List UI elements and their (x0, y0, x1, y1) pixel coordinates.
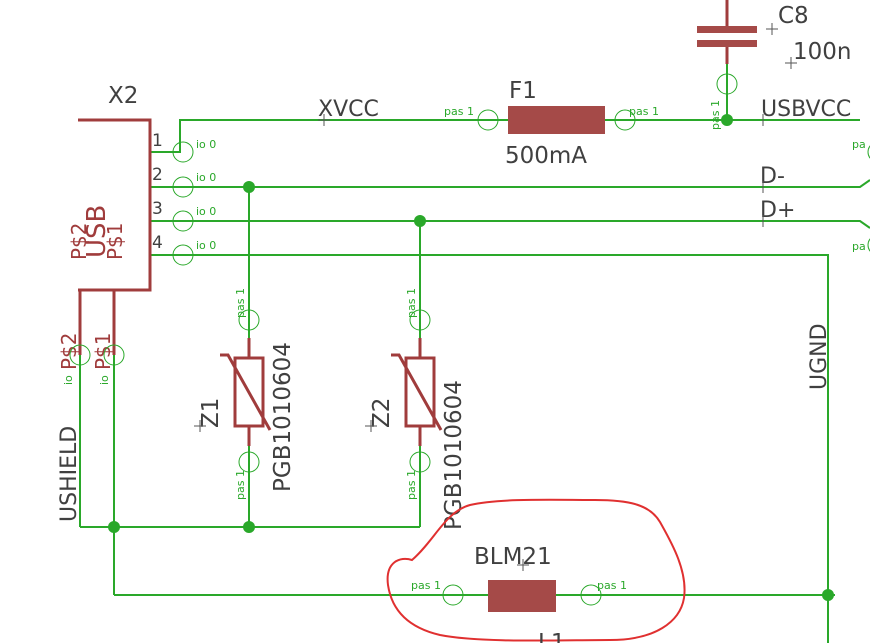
z2-body (404, 356, 436, 428)
offpage-pin-bottom (867, 238, 870, 252)
l1-pintype-right: pas 1 (597, 579, 627, 592)
x2-pin-4 (172, 244, 194, 266)
junction-ugnd (822, 589, 834, 601)
offpage-pin-top (867, 145, 870, 159)
net-label-dplus[interactable]: D+ (760, 198, 795, 223)
junction-shield (108, 521, 120, 533)
x2-shield-pintype-p2: io (62, 375, 75, 385)
z1-varistor-slash (220, 353, 272, 431)
z1-value-label: PGB1010604 (270, 342, 296, 492)
z2-ref-label: Z2 (369, 398, 395, 428)
z2-varistor-slash (391, 353, 443, 431)
x2-pad-p1-outer: P$1 (91, 332, 115, 370)
x2-pad-p1-inner: P$1 (103, 222, 127, 260)
net-label-usbvcc[interactable]: USBVCC (761, 97, 851, 122)
offpage-pintype-top: pa (852, 138, 866, 151)
x2-pintype-1: io 0 (196, 138, 216, 151)
x2-pin-number-1: 1 (152, 131, 163, 151)
x2-pin-number-3: 3 (152, 199, 163, 219)
f1-pintype-right: pas 1 (629, 105, 659, 118)
f1-body (508, 106, 605, 134)
c8-pin (716, 73, 738, 95)
l1-ref-label: L1 (538, 630, 565, 643)
x2-pin-number-4: 4 (152, 233, 163, 253)
z1-pin-bottom (238, 451, 260, 473)
x2-pintype-4: io 0 (196, 239, 216, 252)
ferrite-l1[interactable]: pas 1 pas 1 BLM21 L1 (386, 498, 686, 643)
wire-dplus[interactable] (150, 220, 870, 229)
l1-body (488, 580, 556, 612)
f1-pintype-left: pas 1 (444, 105, 474, 118)
c8-plate-bottom (697, 40, 757, 47)
z1-ref-label: Z1 (198, 398, 224, 428)
c8-plate-top (697, 26, 757, 33)
l1-pin-right (580, 584, 602, 606)
x2-pin-2 (172, 176, 194, 198)
usb-connector-x2[interactable]: X2 USB P$2 P$1 P$2 P$1 io io 1 2 3 4 io … (57, 83, 216, 385)
tvs-z1[interactable]: pas 1 pas 1 Z1 PGB1010604 (194, 288, 296, 500)
z2-pintype-bottom: pas 1 (405, 470, 418, 500)
f1-pin-left (477, 109, 499, 131)
x2-ref-label: X2 (108, 83, 138, 109)
junction-dminus (243, 181, 255, 193)
net-labels: XVCC USBVCC D- D+ UGND USHIELD (57, 97, 851, 522)
tvs-z2[interactable]: pas 1 pas 1 Z2 PGB1010604 (365, 288, 467, 530)
c8-ref-label: C8 (778, 3, 809, 29)
junction-dplus (414, 215, 426, 227)
x2-pad-p2-outer: P$2 (57, 332, 81, 370)
f1-ref-label: F1 (509, 78, 537, 104)
l1-pintype-left: pas 1 (411, 579, 441, 592)
offpage-pins: pa pa (852, 138, 870, 253)
l1-value-label: BLM21 (474, 544, 552, 570)
z1-body (233, 356, 265, 428)
net-label-ugnd[interactable]: UGND (807, 323, 832, 390)
c8-value-label: 100n (793, 39, 851, 65)
z1-pintype-top: pas 1 (234, 288, 247, 318)
z2-pintype-top: pas 1 (405, 288, 418, 318)
x2-shield-pin-p1 (103, 344, 125, 366)
wire-dminus[interactable] (150, 179, 870, 188)
z2-pin-bottom (409, 451, 431, 473)
junction-usbvcc (721, 114, 733, 126)
offpage-pintype-bottom: pa (852, 240, 866, 253)
z2-value-label: PGB1010604 (441, 380, 467, 530)
net-label-dminus[interactable]: D- (760, 164, 785, 189)
x2-pad-p2-inner: P$2 (67, 222, 91, 260)
f1-pin-right (614, 109, 636, 131)
l1-pin-left (442, 584, 464, 606)
capacitor-c8[interactable]: pas 1 C8 100n (697, 0, 851, 130)
z1-pin-top (238, 309, 260, 331)
z1-pintype-bottom: pas 1 (234, 470, 247, 500)
x2-pintype-2: io 0 (196, 171, 216, 184)
z2-pin-top (409, 309, 431, 331)
x2-pin-number-2: 2 (152, 165, 163, 185)
wire-ugnd[interactable] (150, 254, 829, 643)
x2-pintype-3: io 0 (196, 205, 216, 218)
x2-pin-1 (172, 141, 194, 163)
junction-z1-bottom (243, 521, 255, 533)
net-label-xvcc[interactable]: XVCC (318, 97, 379, 122)
net-label-ushield[interactable]: USHIELD (57, 426, 82, 522)
x2-value-label: USB (82, 205, 112, 258)
x2-shield-pin-p2 (69, 344, 91, 366)
l1-selection-outline (386, 498, 686, 642)
x2-shield-pintype-p1: io (98, 375, 111, 385)
c8-pintype: pas 1 (709, 100, 722, 130)
junctions (108, 114, 834, 601)
f1-value-label: 500mA (505, 143, 587, 169)
x2-pin-3 (172, 210, 194, 232)
fuse-f1[interactable]: pas 1 pas 1 F1 500mA (444, 78, 659, 169)
